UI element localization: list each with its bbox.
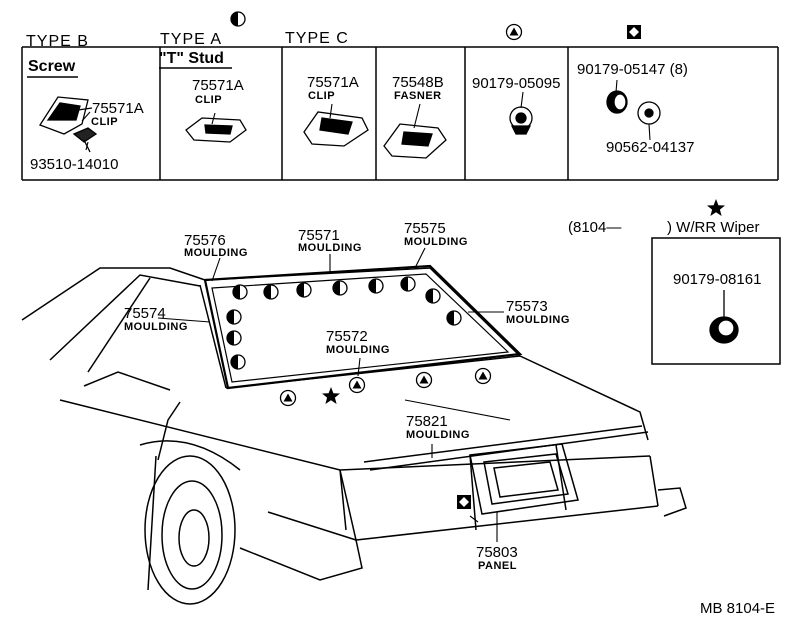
triangle-markers xyxy=(279,367,492,407)
half-moon-symbol-icon xyxy=(332,280,348,296)
leader-lines xyxy=(81,79,651,542)
type-c-header: TYPE C xyxy=(285,30,349,47)
type-a-header: TYPE A xyxy=(160,31,223,48)
part-number-75571a-type-a: 75571A xyxy=(192,77,244,94)
callout-75575-number: 75575 xyxy=(404,220,446,237)
clip-drawing-type-b xyxy=(39,96,98,153)
clip-drawing-type-c xyxy=(303,111,369,147)
diagram-code: MB 8104-E xyxy=(700,600,776,617)
half-moon-symbol-icon xyxy=(425,288,441,304)
callout-75572-name: MOULDING xyxy=(326,344,390,356)
callout-75574-number: 75574 xyxy=(124,305,166,322)
part-name-clip-type-c: CLIP xyxy=(308,90,336,102)
callout-75576-number: 75576 xyxy=(184,232,226,249)
callout-75803-name: PANEL xyxy=(478,560,517,572)
wiper-condition-label: ) W/RR Wiper xyxy=(667,219,760,236)
callout-75571-number: 75571 xyxy=(298,227,340,244)
part-number-75548b: 75548B xyxy=(392,74,444,91)
callout-75821-name: MOULDING xyxy=(406,429,470,441)
half-moon-symbol-icon xyxy=(226,309,242,325)
part-number-93510-14010: 93510-14010 xyxy=(30,156,119,173)
callout-75573-number: 75573 xyxy=(506,298,548,315)
legend-table-frame xyxy=(21,46,779,181)
half-moon-symbol-icon xyxy=(263,284,279,300)
back-window-frame xyxy=(203,264,523,390)
diamond-symbol-icon xyxy=(457,495,471,509)
callout-75575-name: MOULDING xyxy=(404,236,468,248)
star-marker-icon xyxy=(322,387,340,404)
screw-caption: Screw xyxy=(28,58,76,75)
part-name-clip-type-a: CLIP xyxy=(195,94,223,106)
triangle-symbol-icon xyxy=(348,376,366,394)
part-name-fasner: FASNER xyxy=(394,90,442,102)
wiper-grommet-drawing xyxy=(709,290,739,344)
t-stud-caption: "T" Stud xyxy=(159,50,224,67)
half-moon-symbol-icon xyxy=(296,282,312,298)
star-wiper-icon xyxy=(707,199,725,216)
part-name-clip-type-b: CLIP xyxy=(91,116,119,128)
car-body-outline xyxy=(21,267,687,591)
half-moon-symbol-icon xyxy=(400,276,416,292)
callout-75576-name: MOULDING xyxy=(184,247,248,259)
triangle-symbol-icon xyxy=(474,367,492,385)
rear-wheel xyxy=(139,440,241,605)
diamond-symbol-icon xyxy=(627,25,641,39)
callout-75803-number: 75803 xyxy=(476,544,518,561)
type-b-header: TYPE B xyxy=(26,33,89,50)
part-number-90562-04137: 90562-04137 xyxy=(606,139,695,156)
grommet-drawing-05095 xyxy=(509,106,533,135)
half-moon-symbol-icon xyxy=(226,330,242,346)
production-date-label: (8104— xyxy=(568,219,622,236)
callout-75574-name: MOULDING xyxy=(124,321,188,333)
callout-75573-name: MOULDING xyxy=(506,314,570,326)
half-moon-symbol-icon xyxy=(446,310,462,326)
trunk-lid-garnish-panel xyxy=(469,443,579,515)
callout-75571-name: MOULDING xyxy=(298,242,362,254)
wiper-part-number: 90179-08161 xyxy=(673,271,762,288)
callout-75821-number: 75821 xyxy=(406,413,448,430)
callout-75572-number: 75572 xyxy=(326,328,368,345)
half-moon-symbol-icon xyxy=(230,354,246,370)
triangle-symbol-icon xyxy=(415,371,433,389)
grommet-drawing-05147 xyxy=(606,90,661,125)
part-number-75571a-type-c: 75571A xyxy=(307,74,359,91)
wiper-inset-box xyxy=(651,237,781,365)
half-moon-symbol-icon xyxy=(230,11,246,27)
fastener-drawing xyxy=(383,123,447,159)
triangle-symbol-icon xyxy=(279,389,297,407)
half-moon-symbol-icon xyxy=(368,278,384,294)
clip-drawing-type-a xyxy=(185,117,247,143)
triangle-symbol-icon xyxy=(505,23,523,41)
part-number-90179-05147: 90179-05147 (8) xyxy=(577,61,688,78)
part-number-90179-05095: 90179-05095 xyxy=(472,75,561,92)
half-moon-symbol-icon xyxy=(232,284,248,300)
part-number-75571a-type-b: 75571A xyxy=(92,100,144,117)
